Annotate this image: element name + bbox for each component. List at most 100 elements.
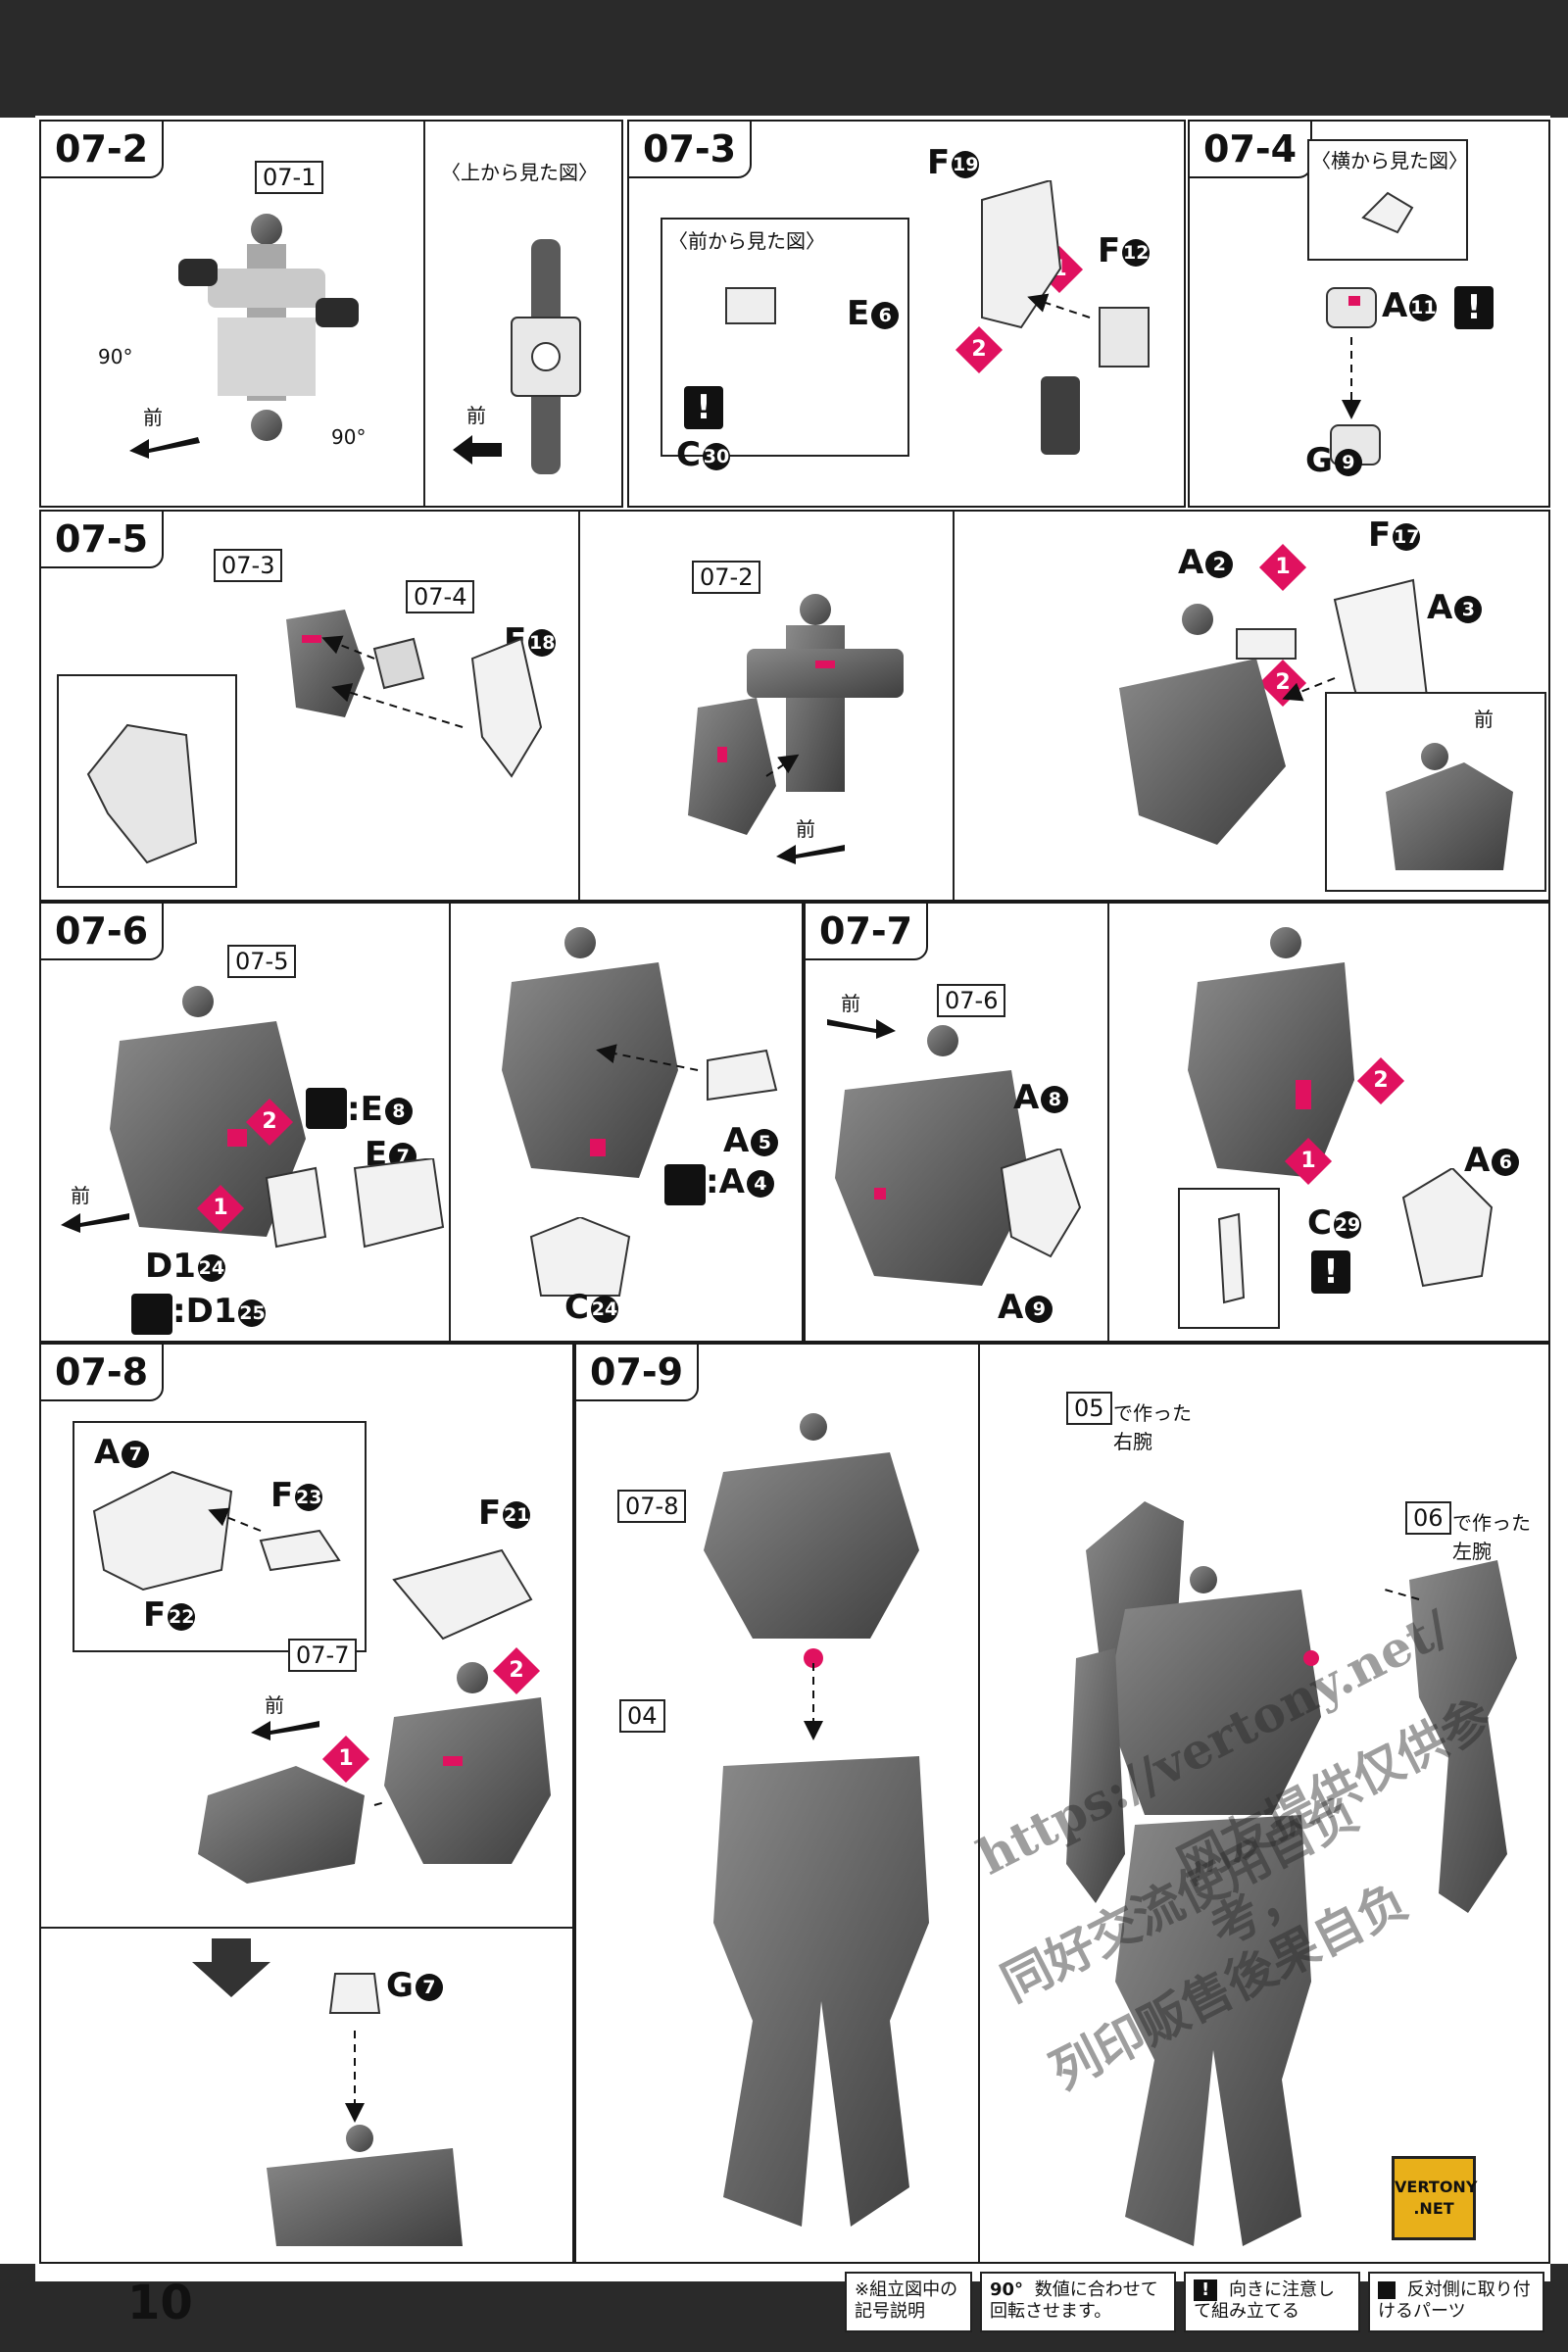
warning-icon: ! bbox=[684, 386, 723, 429]
step-2-marker-3: 2 bbox=[245, 1098, 294, 1147]
ref-07-7: 07-7 bbox=[288, 1639, 358, 1672]
step-07-9-title: 07-9 bbox=[574, 1343, 700, 1401]
legend-intro-text: ※組立図中の記号説明 bbox=[855, 2279, 958, 2322]
ref-07-6: 07-6 bbox=[937, 984, 1006, 1017]
torso-completed bbox=[384, 1662, 551, 1864]
shoulder-armor-parts bbox=[265, 1158, 445, 1249]
right-arm-caption: で作った 右腕 bbox=[1113, 1401, 1192, 1453]
step-07-7-divider bbox=[1107, 904, 1109, 1341]
vertony-logo: VERTONY .NET bbox=[1392, 2156, 1477, 2240]
front-arrow-icon-3 bbox=[61, 1213, 129, 1233]
front-label-3: 前 bbox=[71, 1184, 90, 1207]
step-07-5-panel: 07-5 07-3 07-4 F18 07-2 前 A2 F17 A3 1 2 … bbox=[39, 510, 1550, 902]
front-label-2: 前 bbox=[796, 817, 815, 841]
front-arrow-icon-5 bbox=[251, 1721, 319, 1740]
ref-07-3: 07-3 bbox=[214, 549, 283, 582]
top-view-front-arrow-icon bbox=[453, 435, 502, 465]
step-07-7-title: 07-7 bbox=[804, 902, 929, 960]
left-arm-part bbox=[1380, 1560, 1517, 1913]
step-07-3-panel: 07-3 〈前から見た図〉 E6 ! C30 F19 F12 1 2 bbox=[627, 120, 1186, 508]
ref-07-1: 07-1 bbox=[255, 161, 324, 194]
chest-cover-f21 bbox=[392, 1548, 533, 1641]
torso-with-armor bbox=[502, 927, 778, 1178]
page-number: 10 bbox=[127, 2276, 193, 2330]
step-07-2-panel: 07-2 07-1 90° 90° 前 〈上から見た図〉 前 bbox=[39, 120, 623, 508]
side-armor-a9 bbox=[1000, 1149, 1082, 1258]
step-2-marker-4: 2 bbox=[1356, 1056, 1405, 1105]
top-view-front-label: 前 bbox=[466, 404, 486, 427]
side-view-label: 〈横から見た図〉 bbox=[1311, 149, 1468, 172]
front-label: 前 bbox=[143, 406, 163, 429]
left-arm-caption: で作った 左腕 bbox=[1452, 1511, 1531, 1563]
step-07-3-title: 07-3 bbox=[627, 120, 753, 178]
cockpit-hatch-parts bbox=[92, 1470, 341, 1592]
front-view-part bbox=[725, 287, 776, 324]
mobile-suit-assembled bbox=[1066, 1501, 1321, 2246]
next-step-arrow-icon bbox=[192, 1938, 270, 1997]
top-view-part bbox=[511, 239, 581, 474]
step-1-marker-4: 1 bbox=[1284, 1137, 1333, 1186]
ref-07-2: 07-2 bbox=[692, 561, 761, 594]
ref-07-4: 07-4 bbox=[406, 580, 475, 613]
front-arrow-icon bbox=[129, 437, 200, 459]
cockpit-hatch-assembled bbox=[198, 1766, 384, 1884]
step-07-8-divider bbox=[41, 1927, 572, 1929]
top-dark-border bbox=[0, 0, 1568, 118]
legend-flip-icon bbox=[1378, 2281, 1396, 2299]
side-detail-callout bbox=[57, 674, 237, 888]
arm-part-assembly bbox=[981, 180, 1150, 455]
step-07-2-title: 07-2 bbox=[39, 120, 165, 178]
step-07-6-divider bbox=[449, 904, 451, 1341]
ref-07-5: 07-5 bbox=[227, 945, 297, 978]
back-view-front-label: 前 bbox=[1474, 708, 1494, 731]
neck-joint-g7 bbox=[328, 1973, 381, 2014]
flip-side-icon-3 bbox=[664, 1164, 706, 1205]
legend-flip: 反対側に取り付けるパーツ bbox=[1368, 2272, 1544, 2332]
legend-intro: ※組立図中の記号説明 bbox=[845, 2272, 972, 2332]
flip-side-icon bbox=[306, 1088, 347, 1129]
shoulder-armor-a6 bbox=[1401, 1168, 1494, 1288]
chest-subassembly bbox=[286, 610, 543, 778]
flip-side-icon-2 bbox=[131, 1294, 172, 1335]
side-view-part bbox=[1361, 191, 1414, 234]
side-view-callout: 〈横から見た図〉 bbox=[1307, 139, 1468, 261]
step-07-6-title: 07-6 bbox=[39, 902, 165, 960]
step-07-5-divider-2 bbox=[953, 512, 955, 900]
torso-frame-with-chest bbox=[688, 594, 904, 835]
warning-icon-3: ! bbox=[1311, 1250, 1350, 1294]
c29-detail-part bbox=[1217, 1212, 1246, 1304]
torso-back-view bbox=[835, 1025, 1031, 1286]
side-detail-part bbox=[86, 723, 198, 864]
waist-part-c24 bbox=[529, 1217, 631, 1297]
ref-06: 06 bbox=[1405, 1501, 1451, 1535]
legend-rotate-icon: 90° bbox=[990, 2279, 1024, 2300]
front-label-5: 前 bbox=[265, 1693, 284, 1717]
step-07-9-panel: 07-9 07-8 04 05 で作った 右腕 06 で作った 左腕 https… bbox=[574, 1343, 1550, 2264]
legs-with-torso bbox=[704, 1413, 929, 2227]
c29-detail-callout bbox=[1178, 1188, 1280, 1329]
step-07-5-divider-1 bbox=[578, 512, 580, 900]
ref-05: 05 bbox=[1066, 1392, 1112, 1425]
front-arrow-icon-2 bbox=[776, 845, 845, 864]
front-arrow-icon-4 bbox=[827, 1019, 896, 1039]
step-07-2-divider bbox=[423, 122, 425, 506]
